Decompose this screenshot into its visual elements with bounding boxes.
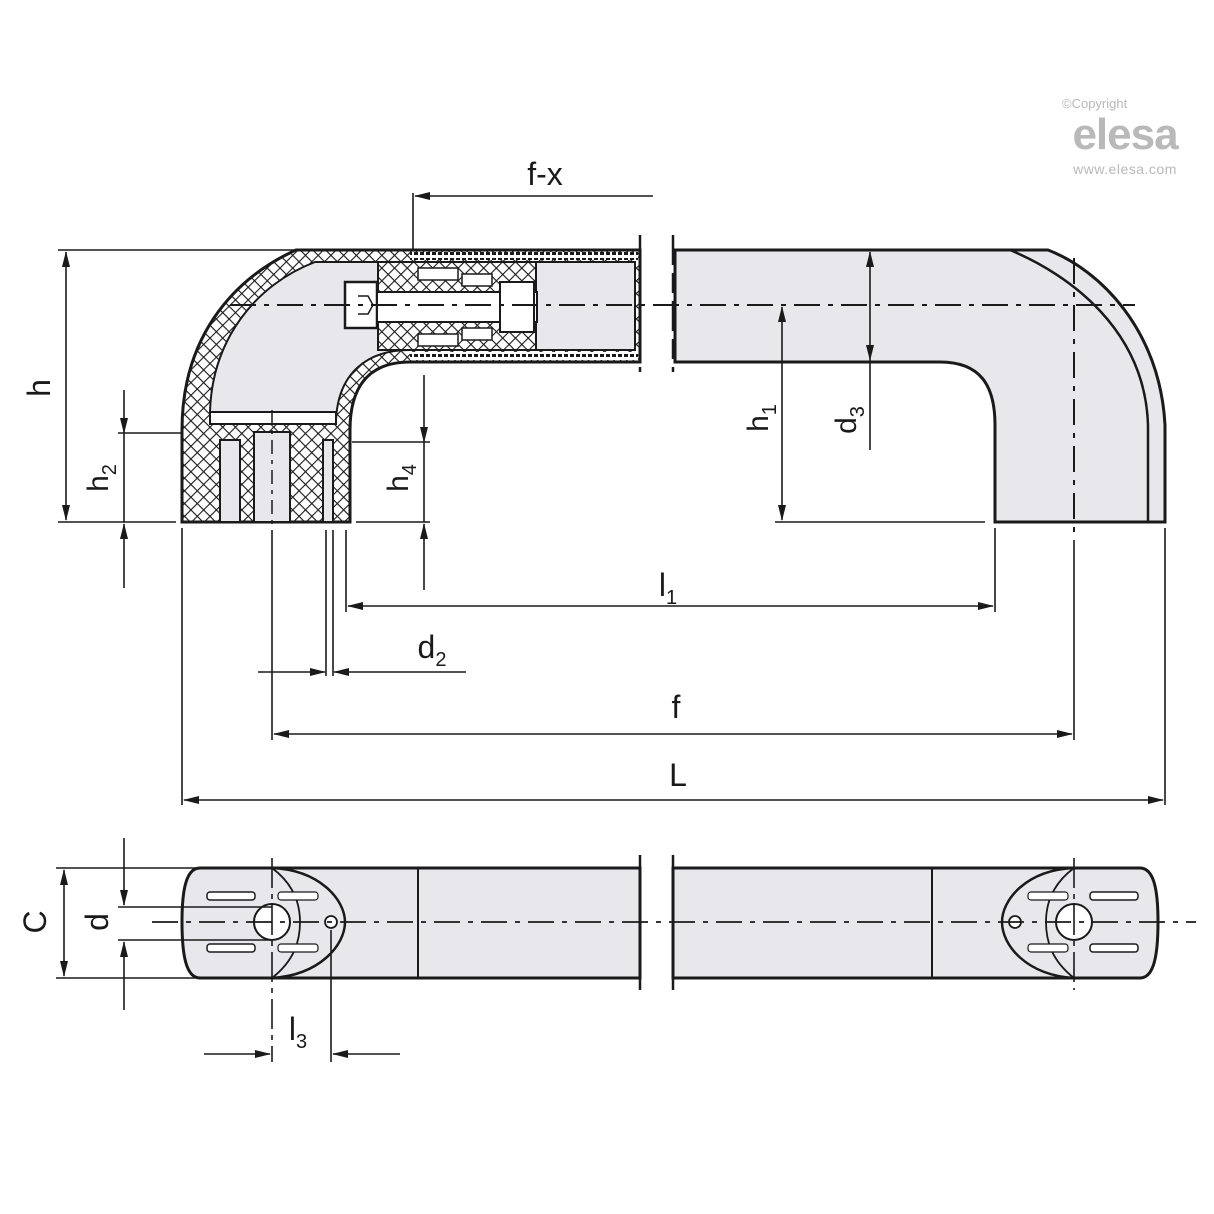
right-grip-slot-top xyxy=(1089,891,1139,901)
label-d2: d2 xyxy=(418,629,447,671)
label-h: h xyxy=(21,379,57,397)
right-grip-slot-bottom2 xyxy=(1027,943,1069,953)
insert-slot-top2 xyxy=(461,273,493,287)
nut xyxy=(499,281,535,333)
copyright-text: ©Copyright xyxy=(1062,96,1128,111)
break-gap xyxy=(643,248,671,366)
label-C: C xyxy=(17,910,53,933)
right-grip-slot-bottom xyxy=(1089,943,1139,953)
foot-slot-right xyxy=(322,439,334,523)
left-grip-slot-top xyxy=(206,891,256,901)
elesa-watermark: ©Copyright elesa www.elesa.com xyxy=(1040,96,1210,177)
top-wall-hatch xyxy=(410,252,638,260)
insert-slot-bottom xyxy=(417,333,459,347)
bottom-wall-hatch xyxy=(410,352,638,360)
side-view-dimensions xyxy=(58,192,1166,805)
label-d: d xyxy=(79,913,115,931)
top-view xyxy=(152,855,1196,1062)
top-left-body xyxy=(180,866,642,980)
brand-logo: elesa xyxy=(1072,110,1178,159)
label-h1: h1 xyxy=(742,404,781,432)
left-grip-slot-bottom2 xyxy=(277,943,319,953)
top-view-dimensions xyxy=(56,838,400,1062)
right-grip-slot-top2 xyxy=(1027,891,1069,901)
label-l3: l3 xyxy=(289,1011,307,1053)
dimension-labels: h h2 h4 h1 d3 f-x l1 d2 f L C d l3 xyxy=(17,156,869,1053)
handle-right-inner-edge xyxy=(1009,248,1150,522)
foot-slot-left xyxy=(219,439,241,523)
label-h2: h2 xyxy=(82,464,121,492)
insert-slot-bottom2 xyxy=(461,327,493,341)
left-grip-slot-top2 xyxy=(277,891,319,901)
side-view xyxy=(180,235,1167,540)
insert-slot-top xyxy=(417,267,459,281)
brand-url: www.elesa.com xyxy=(1073,161,1177,177)
top-break-gap xyxy=(642,864,671,982)
label-f-x: f-x xyxy=(527,156,563,192)
label-h4: h4 xyxy=(382,464,421,492)
foot-inner-top xyxy=(209,411,337,425)
handle-right-body xyxy=(673,248,1167,524)
label-f: f xyxy=(672,689,681,725)
label-d3: d3 xyxy=(830,406,869,434)
label-l1: l1 xyxy=(659,567,677,609)
label-L: L xyxy=(669,757,687,793)
left-grip-slot-bottom xyxy=(206,943,256,953)
